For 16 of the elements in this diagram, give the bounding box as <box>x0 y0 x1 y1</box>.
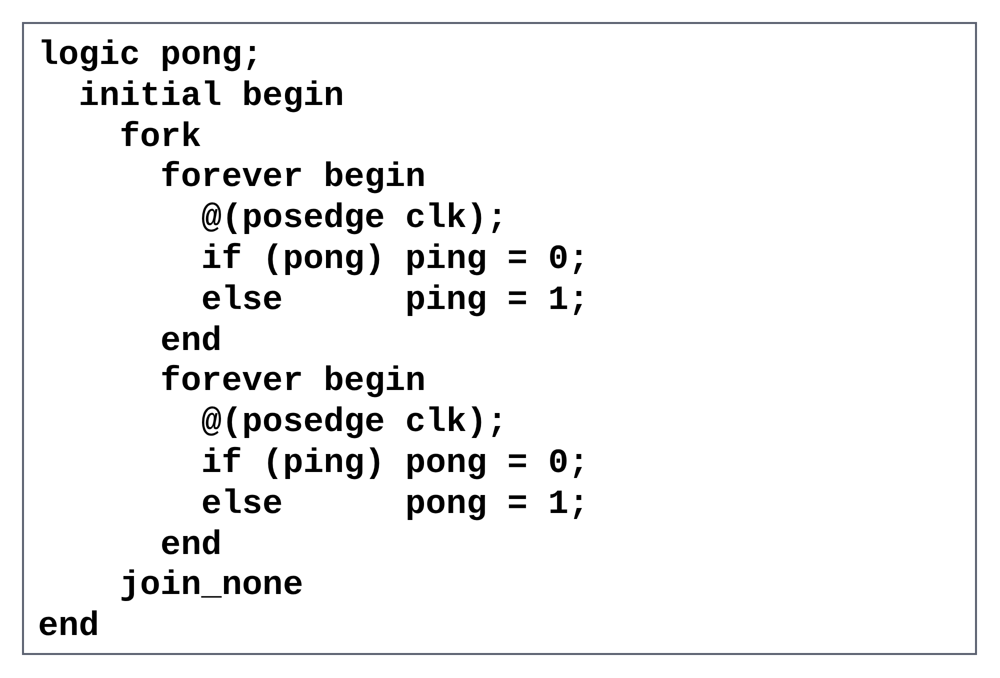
code-listing-box <box>22 22 977 655</box>
code-line: logic pong; <box>38 36 262 76</box>
code-line: @(posedge clk); <box>200 199 508 240</box>
code-line: @(posedge clk); <box>200 403 508 444</box>
code-line: forever begin <box>159 362 426 402</box>
code-line: initial begin <box>78 76 344 117</box>
code-line: if (pong) ping = 0; <box>200 240 589 280</box>
code-line: else ping = 1; <box>200 280 589 321</box>
code-line: forever begin <box>159 158 426 198</box>
code-line: end <box>38 607 100 648</box>
code-line: else pong = 1; <box>200 484 589 525</box>
code-line: join_none <box>118 566 304 606</box>
code-line: end <box>159 322 222 362</box>
code-line: fork <box>118 118 202 158</box>
code-line: if (ping) pong = 0; <box>200 444 589 484</box>
code-line: end <box>159 526 222 566</box>
